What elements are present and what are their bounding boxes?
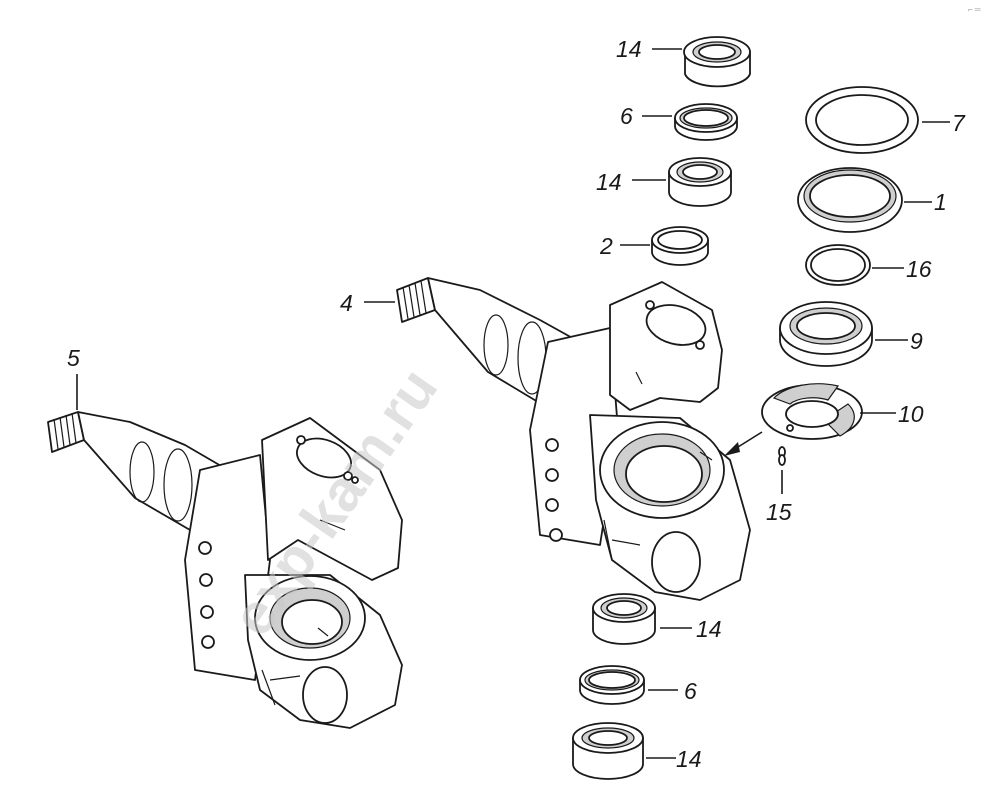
label-14-lower: 14 bbox=[696, 616, 722, 642]
label-6-bottom: 6 bbox=[684, 678, 697, 704]
label-5: 5 bbox=[67, 345, 80, 371]
label-16: 16 bbox=[906, 256, 932, 282]
ring-1 bbox=[797, 167, 903, 233]
label-6-top: 6 bbox=[620, 103, 633, 129]
label-14-bottom: 14 bbox=[676, 746, 702, 772]
needle-bearing-bottom bbox=[572, 722, 644, 780]
label-9: 9 bbox=[910, 328, 923, 354]
label-7: 7 bbox=[952, 110, 966, 136]
bushing-2 bbox=[651, 226, 709, 266]
ring-6-top bbox=[674, 103, 738, 141]
pin-15 bbox=[778, 446, 786, 466]
needle-bearing-middle bbox=[668, 157, 732, 207]
label-2: 2 bbox=[599, 233, 613, 259]
label-10: 10 bbox=[898, 401, 924, 427]
washer-7 bbox=[805, 86, 919, 154]
steering-knuckle-left bbox=[47, 411, 403, 729]
needle-bearing-top bbox=[683, 36, 751, 88]
label-4: 4 bbox=[340, 290, 353, 316]
leader-lines bbox=[76, 48, 950, 759]
label-1: 1 bbox=[934, 189, 947, 215]
corner-mark: ⌐ ═ bbox=[968, 5, 981, 14]
label-14-middle: 14 bbox=[596, 169, 622, 195]
label-15: 15 bbox=[766, 499, 792, 525]
steering-knuckle-right bbox=[396, 277, 751, 601]
needle-bearing-lower bbox=[592, 593, 656, 645]
ring-6-bottom bbox=[579, 665, 645, 705]
seal-9 bbox=[779, 301, 873, 367]
label-14-top: 14 bbox=[616, 36, 642, 62]
thrust-washer-10 bbox=[761, 383, 863, 440]
o-ring-16 bbox=[805, 244, 871, 286]
